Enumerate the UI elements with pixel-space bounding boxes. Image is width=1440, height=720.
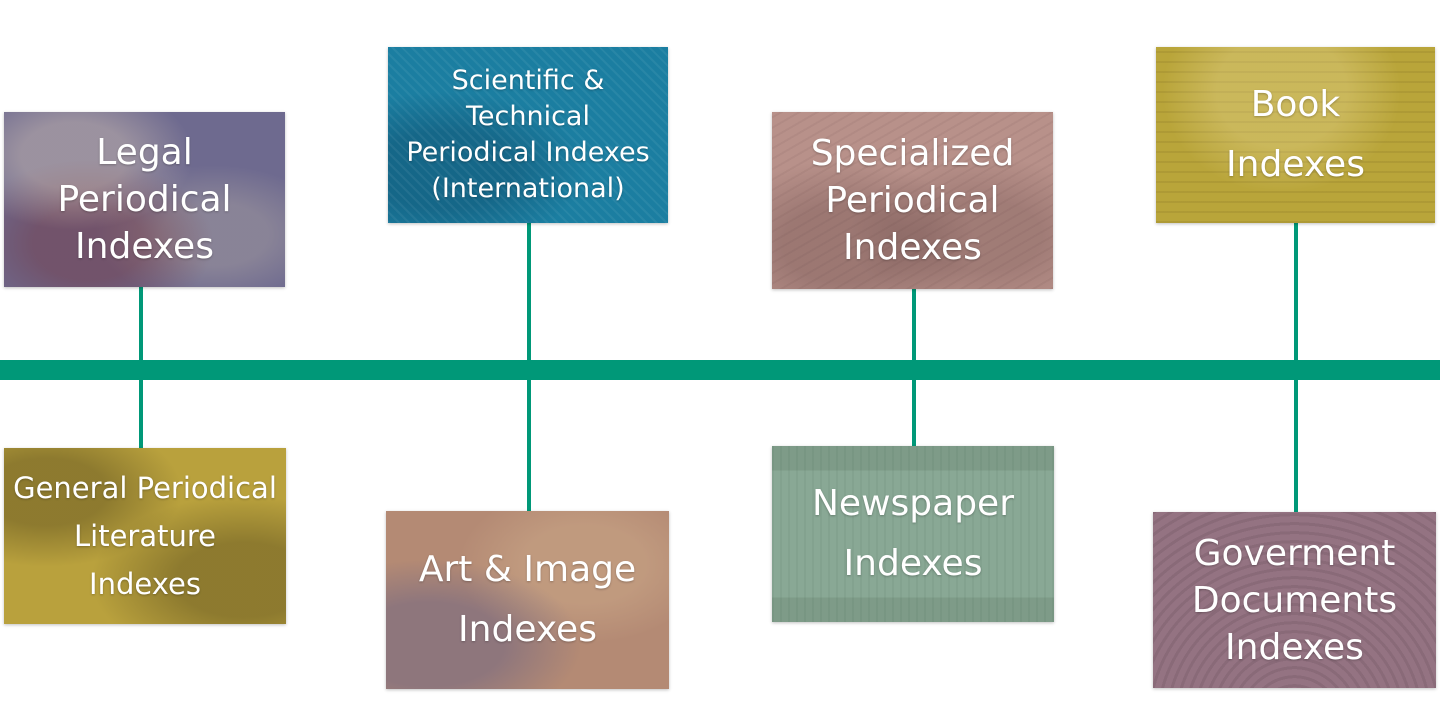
connector-book (1294, 222, 1298, 366)
card-label: Scientific & Technical Periodical Indexe… (406, 65, 650, 204)
connector-specialized (912, 288, 916, 366)
connector-legal (139, 286, 143, 366)
card-label: Art & Image Indexes (418, 549, 637, 650)
card-newspaper-indexes[interactable]: Newspaper Indexes (772, 446, 1054, 622)
connector-general (139, 374, 143, 450)
connector-scientific (527, 222, 531, 366)
card-label: Specialized Periodical Indexes (810, 133, 1015, 268)
connector-art (527, 374, 531, 514)
card-label: Goverment Documents Indexes (1191, 532, 1398, 668)
timeline-bar (0, 360, 1440, 380)
card-label: General Periodical Literature Indexes (13, 471, 277, 601)
card-label: Newspaper Indexes (812, 483, 1014, 584)
card-government-documents-indexes[interactable]: Goverment Documents Indexes (1153, 512, 1436, 688)
card-specialized-periodical-indexes[interactable]: Specialized Periodical Indexes (772, 112, 1053, 289)
card-label: Legal Periodical Indexes (57, 132, 232, 267)
card-label: Book Indexes (1226, 84, 1365, 185)
card-general-periodical-literature-indexes[interactable]: General Periodical Literature Indexes (4, 448, 286, 624)
card-scientific-technical-indexes[interactable]: Scientific & Technical Periodical Indexe… (388, 47, 668, 223)
connector-newspaper (912, 374, 916, 446)
card-art-image-indexes[interactable]: Art & Image Indexes (386, 511, 669, 689)
card-legal-periodical-indexes[interactable]: Legal Periodical Indexes (4, 112, 285, 287)
connector-government (1294, 374, 1298, 514)
card-book-indexes[interactable]: Book Indexes (1156, 47, 1435, 223)
